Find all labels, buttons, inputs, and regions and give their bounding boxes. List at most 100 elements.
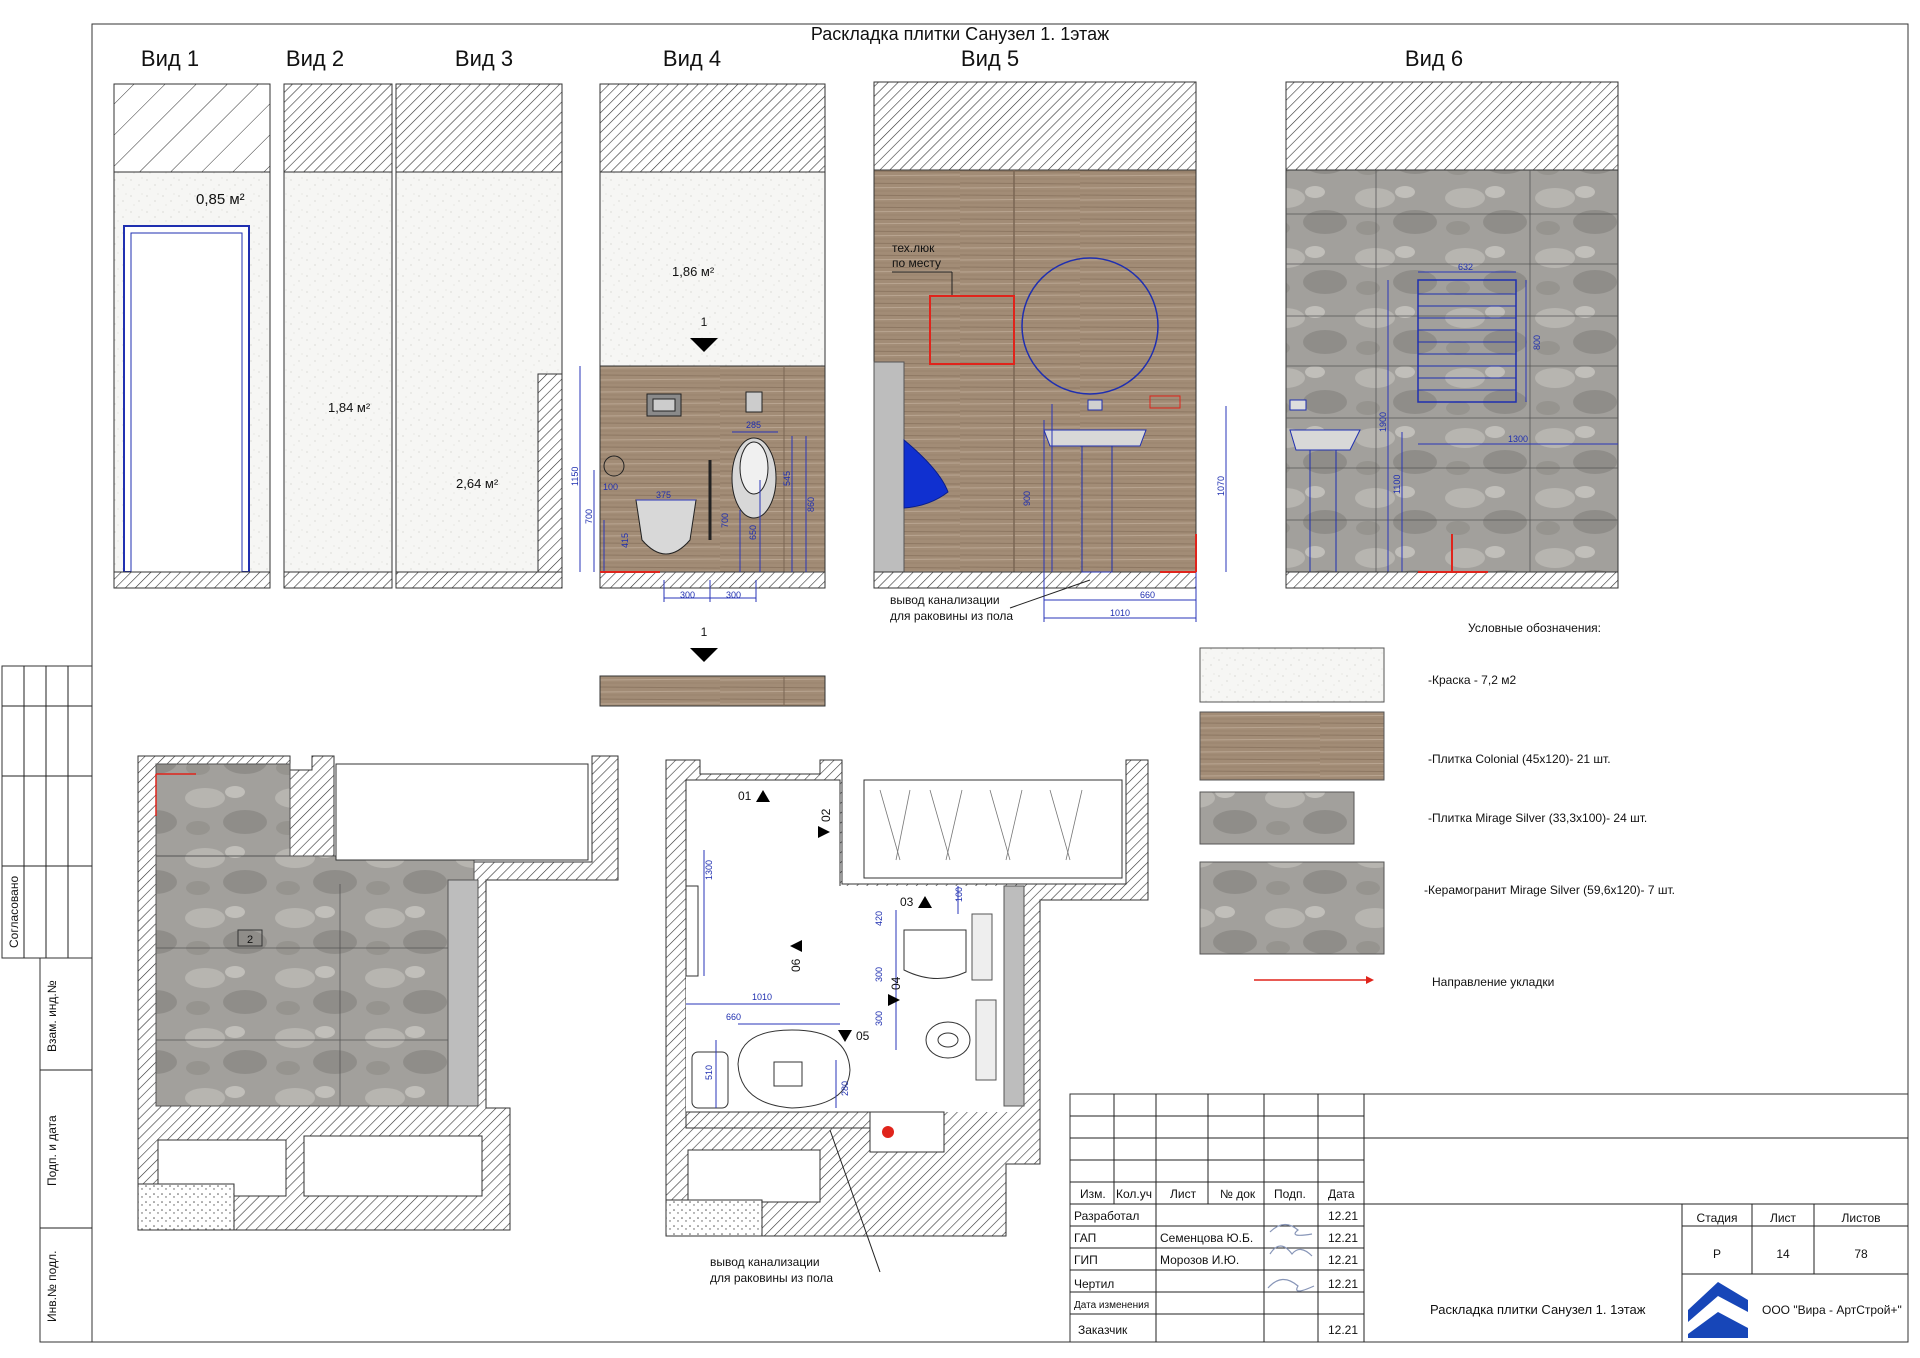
section-1-strip: 1 (599, 625, 826, 707)
dim-v4-860: 860 (806, 497, 816, 512)
view-1-elevation: 0,85 м² (113, 83, 271, 589)
stamp-header-date: Дата (1328, 1187, 1355, 1201)
note-drain-1: вывод канализации (890, 593, 1000, 607)
view-marker-01-icon (756, 790, 770, 802)
stamp-header-doc: № док (1220, 1187, 1256, 1201)
tile-marker-box (237, 929, 263, 947)
view-2-3-elevation: 1,84 м² 2,64 м² (283, 83, 563, 589)
stamp-role-gip: ГИП (1074, 1253, 1098, 1267)
view-label-1: Вид 1 (141, 46, 199, 71)
dim-v4-700a: 700 (584, 509, 594, 524)
legend-swatch-mirage-tile (1199, 791, 1355, 845)
section-marker-top: 1 (701, 315, 708, 329)
stamp-date-drawn: 12.21 (1328, 1277, 1358, 1291)
signature-gip (1269, 1245, 1313, 1257)
dim-v4-545: 545 (782, 471, 792, 486)
view-label-5: Вид 5 (961, 46, 1019, 71)
stamp-stage-value: Р (1713, 1247, 1721, 1261)
dim-plan-280: 280 (840, 1081, 850, 1096)
dim-plan-420: 420 (874, 911, 884, 926)
stamp-header-count: Кол.уч (1116, 1187, 1152, 1201)
view-label-6: Вид 6 (1405, 46, 1463, 71)
stamp-company: ООО "Вира - АртСтрой+" (1762, 1303, 1902, 1317)
section-arrow-icon (690, 338, 718, 352)
dim-v4-100: 100 (603, 482, 618, 492)
stamp-name-gap: Семенцова Ю.Б. (1160, 1231, 1253, 1245)
stamp-date-developed: 12.21 (1328, 1209, 1358, 1223)
dim-v4-285: 285 (746, 420, 761, 430)
dim-v4-300a: 300 (680, 590, 695, 600)
stamp-role-drawn: Чертил (1074, 1277, 1114, 1291)
dim-plan-100: 100 (954, 887, 964, 902)
side-stamp: Согласовано Взам. инд.№ Подп. и дата Инв… (1, 665, 93, 1343)
stamp-role-change-date: Дата изменения (1074, 1300, 1149, 1311)
dim-v5-1010: 1010 (1110, 608, 1130, 618)
dim-plan-1300: 1300 (704, 860, 714, 880)
stamp-name-gip: Морозов И.Ю. (1160, 1253, 1239, 1267)
view-label-3: Вид 3 (455, 46, 513, 71)
view-marker-03-icon (918, 896, 932, 908)
side-label-replace-inv: Взам. инд.№ (45, 980, 59, 1052)
section-marker-bottom: 1 (701, 625, 708, 639)
area-label-v1: 0,85 м² (196, 191, 245, 208)
plan-view-02: 02 (819, 808, 833, 822)
side-label-agreed: Согласовано (7, 876, 21, 948)
dim-v4-375: 375 (656, 490, 671, 500)
drawing-title: Раскладка плитки Санузел 1. 1этаж (811, 24, 1109, 44)
stamp-sheets-header: Листов (1842, 1211, 1881, 1225)
dim-v6-1900: 1900 (1378, 412, 1388, 432)
legend-item-paint: -Краска - 7,2 м2 (1428, 673, 1516, 687)
legend-swatch-colonial (1199, 711, 1385, 781)
floor-plan-tiles: 2 (137, 755, 619, 1231)
dim-v6-1300: 1300 (1508, 434, 1528, 444)
stamp-stage-header: Стадия (1697, 1211, 1738, 1225)
dim-v6-1100: 1100 (1392, 475, 1402, 494)
dim-v5-660: 660 (1140, 590, 1155, 600)
note-drain-2: для раковины из пола (890, 609, 1013, 623)
dim-v4-700b: 700 (720, 513, 730, 528)
arrow-right-icon (1366, 976, 1374, 984)
signature-drawn (1267, 1278, 1315, 1292)
legend-swatch-paint (1199, 647, 1385, 703)
dim-v5-900: 900 (1022, 491, 1032, 506)
legend-item-porcelain: -Керамогранит Mirage Silver (59,6х120)- … (1424, 883, 1675, 897)
dim-plan-510: 510 (704, 1065, 714, 1080)
stamp-sheets-value: 78 (1854, 1247, 1868, 1261)
dim-plan-300b: 300 (874, 1011, 884, 1026)
dim-v4-415: 415 (620, 533, 630, 548)
round-mirror (1021, 257, 1159, 395)
dim-v5-1070: 1070 (1216, 476, 1226, 496)
stamp-role-client: Заказчик (1078, 1323, 1128, 1337)
area-label-v4: 1,86 м² (672, 264, 715, 279)
dim-v4-1150: 1150 (570, 467, 580, 486)
note-drain-plan-1: вывод канализации (710, 1255, 820, 1269)
plan-view-04: 04 (889, 976, 903, 990)
view-marker-02-icon (818, 826, 830, 838)
area-label-v2: 1,84 м² (328, 400, 371, 415)
stamp-date-client: 12.21 (1328, 1323, 1358, 1337)
stamp-date-gip: 12.21 (1328, 1253, 1358, 1267)
legend-item-direction: Направление укладки (1432, 975, 1554, 989)
legend-item-colonial: -Плитка Colonial (45х120)- 21 шт. (1428, 752, 1611, 766)
stamp-date-gap: 12.21 (1328, 1231, 1358, 1245)
stamp-header-sheet: Лист (1170, 1187, 1197, 1201)
stamp-header-change: Изм. (1080, 1187, 1106, 1201)
view-5-elevation: тех.люк по месту 900 1070 660 1010 вывод… (873, 81, 1227, 623)
title-block: Изм. Кол.уч Лист № док Подп. Дата Разраб… (1069, 1093, 1909, 1343)
legend-swatch-porcelain (1199, 861, 1385, 955)
view-marker-06-icon (790, 940, 802, 952)
plan-view-01: 01 (738, 789, 752, 803)
legend-item-mirage-tile: -Плитка Mirage Silver (33,3х100)- 24 шт. (1428, 811, 1647, 825)
note-hatch-2: по месту (892, 256, 941, 270)
dim-v4-650: 650 (748, 525, 758, 540)
note-hatch-1: тех.люк (892, 241, 935, 255)
tile-marker: 2 (247, 934, 253, 946)
view-marker-04-icon (888, 994, 900, 1006)
service-hatch (929, 295, 1015, 365)
stamp-role-gap: ГАП (1074, 1231, 1096, 1245)
view-label-4: Вид 4 (663, 46, 721, 71)
side-label-inv-orig: Инв.№ подл. (45, 1251, 59, 1322)
legend: Условные обозначения: -Краска - 7,2 м2 -… (1199, 621, 1675, 989)
